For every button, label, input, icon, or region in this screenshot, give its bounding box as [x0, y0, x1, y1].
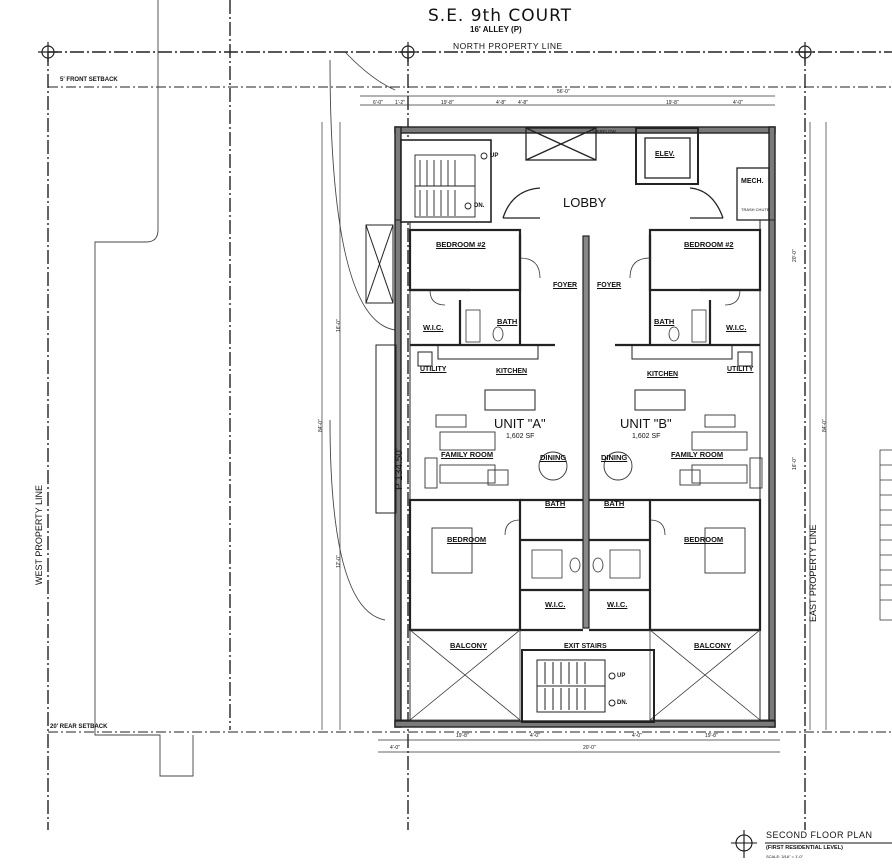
unit-b-name: UNIT "B" [620, 416, 672, 431]
alley-label: 16' ALLEY (P) [470, 25, 522, 34]
top-stair [400, 139, 492, 223]
west-property-line-label: WEST PROPERTY LINE [34, 484, 44, 585]
right-dim-3: 16'-0" [792, 457, 798, 470]
north-property-line-label: NORTH PROPERTY LINE [453, 41, 563, 51]
stair-dn-label: DN. [474, 203, 485, 209]
bath-fixtures [465, 309, 707, 579]
unit-a-balcony: BALCONY [450, 641, 488, 650]
unit-b-wic-bottom: W.I.C. [607, 600, 628, 609]
drawing-subtitle: (FIRST RESIDENTIAL LEVEL) [766, 845, 843, 851]
west-stair-rectangle [365, 224, 397, 514]
overflow-label: OVERFLOW [590, 129, 616, 134]
unit-a-kitchen: KITCHEN [496, 368, 528, 375]
unit-b-balcony: BALCONY [694, 641, 732, 650]
unit-a-name: UNIT "A" [494, 416, 546, 431]
unit-b-bedroom: BEDROOM [684, 535, 724, 544]
drawing-scale: SCALE: 3/16" = 1'-0" [766, 854, 804, 859]
unit-a-family: FAMILY ROOM [441, 450, 494, 459]
unit-b-kitchen: KITCHEN [647, 371, 679, 378]
drawing-title: SECOND FLOOR PLAN [766, 830, 873, 840]
unit-b-foyer: FOYER [597, 282, 622, 289]
furniture [424, 414, 763, 574]
bottom-dim-5: 4'-0" [632, 733, 642, 739]
unit-b-family: FAMILY ROOM [671, 450, 724, 459]
lobby-label: LOBBY [563, 195, 607, 210]
unit-b-bedroom2: BEDROOM #2 [684, 240, 734, 249]
property-lines [47, 0, 892, 830]
exit-up-label: UP [617, 673, 626, 679]
unit-b-area: 1,602 SF [632, 433, 661, 440]
front-setback-label: 5' FRONT SETBACK [60, 77, 118, 83]
overall-width-dimension: 56'-0" [557, 89, 570, 95]
street-name: S.E. 9th COURT [428, 6, 573, 26]
left-dim-2: 16'-0" [336, 319, 342, 332]
exit-dn-label: DN. [617, 700, 628, 706]
unit-a-utility: UTILITY [420, 366, 447, 373]
kitchen-counters [417, 344, 753, 411]
balconies [409, 629, 761, 721]
survey-distance: P 134.50' [394, 448, 405, 490]
top-dim-1: 6'-0" [373, 100, 383, 106]
left-dim-1: 84'-0" [318, 419, 324, 432]
unit-a-bath-top: BATH [497, 317, 518, 326]
trash-chute-label: TRASH CHUTE [741, 207, 770, 212]
bottom-dim-2: 19'-8" [456, 733, 469, 739]
unit-a-wic-bottom: W.I.C. [545, 600, 566, 609]
elevator-label: ELEV. [655, 151, 675, 158]
bottom-dim-3: 4'-0" [530, 733, 540, 739]
top-dim-7: 4'-0" [733, 100, 743, 106]
stair-up-label: UP [490, 153, 499, 159]
bottom-dim-1: 4'-0" [390, 745, 400, 751]
left-dim-3: 12'-0" [336, 555, 342, 568]
east-property-line-label: EAST PROPERTY LINE [808, 524, 818, 622]
door-swings [429, 257, 741, 536]
unit-b-dining: DINING [601, 453, 628, 462]
dimension-lines [321, 95, 827, 753]
elevator-and-lobby [502, 127, 770, 221]
top-dim-3: 19'-8" [441, 100, 454, 106]
unit-a-wic-top: W.I.C. [423, 323, 444, 332]
unit-b-wic-top: W.I.C. [726, 323, 747, 332]
right-dim-1: 84'-0" [822, 419, 828, 432]
setback-lines [48, 86, 892, 733]
unit-a-dining: DINING [540, 453, 567, 462]
exit-stairs-label: EXIT STAIRS [564, 643, 607, 650]
top-dim-4: 4'-8" [496, 100, 506, 106]
unit-a-bath-bottom: BATH [545, 499, 566, 508]
rear-setback-label: 20' REAR SETBACK [50, 724, 108, 730]
unit-a-area: 1,602 SF [506, 433, 535, 440]
unit-b-bath-bottom: BATH [604, 499, 625, 508]
top-dim-2: 1'-2" [395, 100, 405, 106]
unit-a-bedroom2: BEDROOM #2 [436, 240, 486, 249]
top-dim-6: 19'-8" [666, 100, 679, 106]
unit-b-utility: UTILITY [727, 366, 754, 373]
top-dim-5: 4'-8" [518, 100, 528, 106]
bottom-dim-6: 19'-8" [705, 733, 718, 739]
exit-stair [521, 649, 655, 723]
bottom-dim-4: 20'-0" [583, 745, 596, 751]
demising-wall [582, 235, 590, 629]
mech-label: MECH. [741, 178, 764, 185]
adjacent-building-outline [94, 0, 194, 777]
exterior-walls [394, 126, 776, 728]
property-corner-markers [38, 42, 815, 62]
driveway-arcs [329, 51, 396, 621]
edge-schedule-table [879, 449, 892, 621]
right-dim-2: 20'-0" [792, 249, 798, 262]
unit-a-foyer: FOYER [553, 282, 578, 289]
unit-b-bath-top: BATH [654, 317, 675, 326]
north-arrow-icon [731, 830, 757, 858]
unit-a-bedroom: BEDROOM [447, 535, 487, 544]
